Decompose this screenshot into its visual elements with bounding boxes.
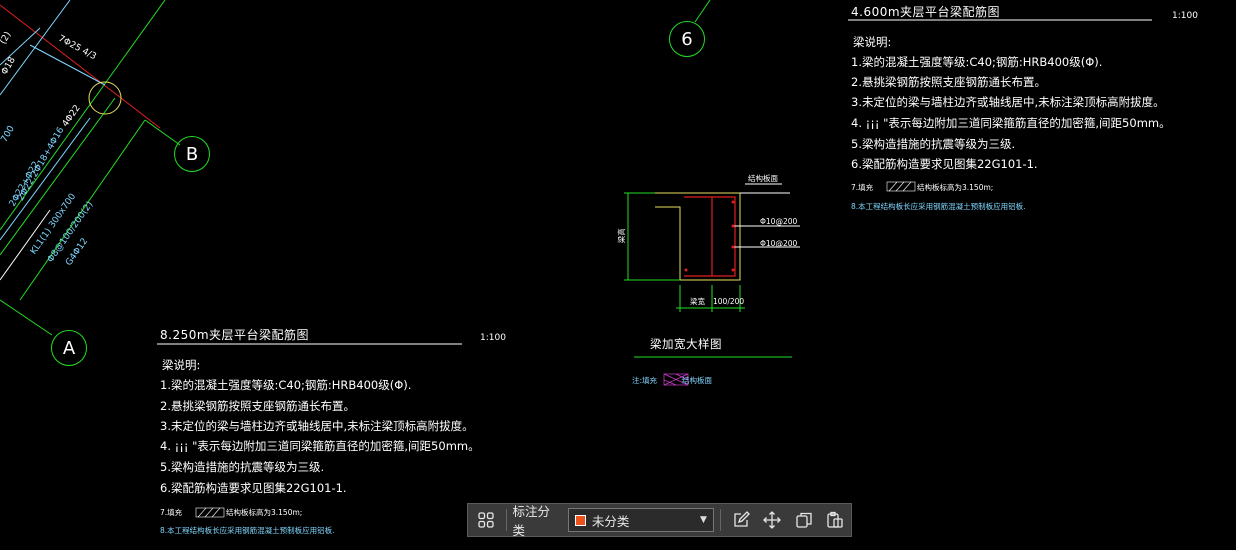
note-line: 1.梁的混凝土强度等级:C40;钢筋:HRB400级(Φ). (160, 378, 412, 392)
note-line: 2.悬挑梁钢筋按照支座钢筋通长布置。 (851, 75, 1046, 89)
rebar-label: Φ10@200 (760, 239, 798, 248)
note-line: 5.梁构造措施的抗震等级为三级. (160, 460, 325, 474)
rebar-label: Φ10@200 (760, 217, 798, 226)
chevron-down-icon: ▼ (699, 515, 707, 525)
note-line: 1.梁的混凝土强度等级:C40;钢筋:HRB400级(Φ). (851, 55, 1103, 69)
dim-label: 100/200 (713, 297, 745, 306)
note-line: 5.梁构造措施的抗震等级为三级. (851, 137, 1016, 151)
note-line: 6.梁配筋构造要求见图集22G101-1. (160, 481, 347, 495)
category-color-swatch (574, 514, 586, 526)
edit-icon[interactable] (725, 504, 757, 536)
note-line: 3.未定位的梁与墙柱边齐或轴线居中,未标注梁顶标高附拔度。 (851, 95, 1165, 109)
axis-red-line (0, 4, 161, 129)
note-line: 8.本工程结构板长应采用钢筋混凝土预制板应用铝板. (851, 202, 1026, 211)
paste-icon[interactable] (819, 504, 851, 536)
annotation-toolbar: 标注分类 未分类 ▼ (467, 503, 852, 538)
copy-icon[interactable] (788, 504, 820, 536)
note-line: 8.本工程结构板长应采用钢筋混凝土预制板应用铝板. (160, 526, 335, 535)
note-line: 6.梁配筋构造要求见图集22G101-1. (851, 157, 1038, 171)
legend-label: 注:填充 (632, 376, 658, 385)
dim-label: 梁高 (616, 228, 626, 244)
toolbar-divider (719, 509, 721, 531)
note-line: 7.填充 (851, 183, 874, 192)
grid-line-6-lead (694, 0, 711, 23)
note-line: 4. ¡¡¡ "表示每边附加三道同梁箍筋直径的加密箍,间距50mm。 (160, 439, 480, 453)
drawing-scale: 1:100 (480, 333, 506, 343)
grid-line-a-lead (0, 299, 53, 336)
annotation-category-label: 标注分类 (512, 504, 551, 538)
grid-label-6: 6 (669, 21, 705, 57)
drawing-title-8250: 8.250m夹层平台梁配筋图 (160, 328, 310, 342)
note-line: 3.未定位的梁与墙柱边齐或轴线居中,未标注梁顶标高附拔度。 (160, 419, 474, 433)
note-line: 7.填充 (160, 508, 183, 517)
move-icon[interactable] (756, 504, 788, 536)
grid-line-b-lead (144, 119, 181, 146)
grid-icon[interactable] (470, 504, 502, 536)
dim-label: 结构板面 (748, 174, 778, 183)
category-select[interactable]: 未分类 ▼ (567, 508, 714, 532)
toolbar-divider (505, 509, 507, 531)
drawing-title-4600: 4.600m夹层平台梁配筋图 (851, 5, 1001, 19)
notes-title: 梁说明: (853, 35, 892, 49)
note-line: 结构板标高为3.150m; (917, 183, 994, 192)
notes-title: 梁说明: (162, 358, 201, 372)
grid-label-b: B (174, 136, 210, 172)
dim-label: 梁宽 (690, 297, 705, 306)
legend-label: 结构板面 (682, 376, 712, 385)
grid-label-a: A (51, 330, 87, 366)
note-line: 结构板标高为3.150m; (226, 508, 303, 517)
drawing-scale: 1:100 (1172, 11, 1198, 21)
grid-line-diagonal-2 (19, 119, 146, 301)
grid-line-diagonal-1 (0, 0, 166, 231)
category-select-value: 未分类 (591, 513, 630, 529)
note-line: 4. ¡¡¡ "表示每边附加三道同梁箍筋直径的加密箍,间距50mm。 (851, 116, 1171, 130)
note-line: 2.悬挑梁钢筋按照支座钢筋通长布置。 (160, 399, 355, 413)
detail-title: 梁加宽大样图 (650, 337, 722, 351)
